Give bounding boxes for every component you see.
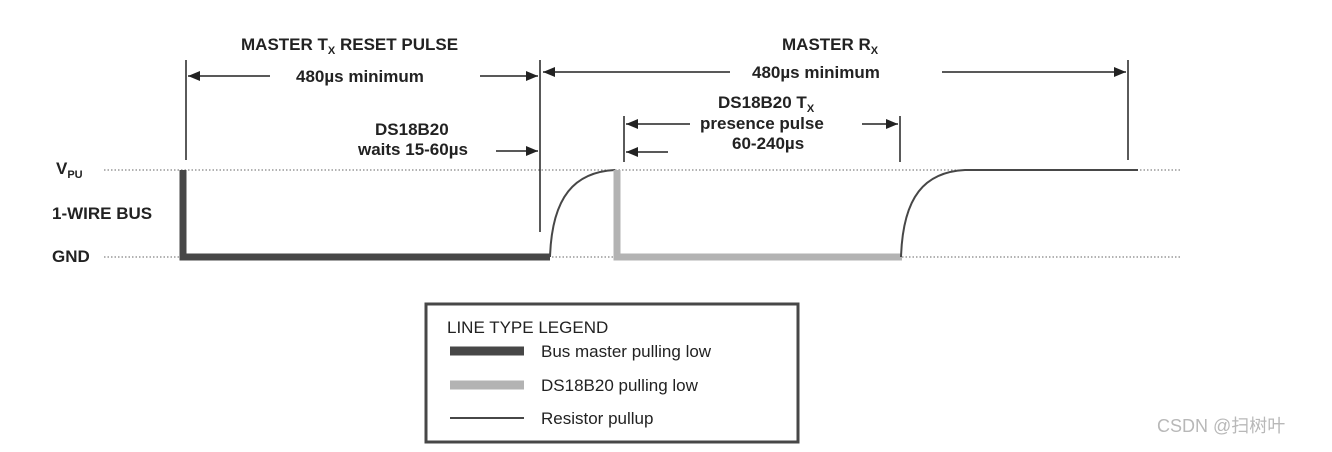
tx-arrowhead-left <box>188 71 200 81</box>
master-rx-header: MASTER RX <box>782 35 879 57</box>
presence-label-line3: 60-240µs <box>732 134 804 153</box>
pullup-rise-1 <box>549 169 616 258</box>
wait-arrowhead <box>526 146 538 156</box>
watermark-text: CSDN @扫树叶 <box>1157 416 1285 436</box>
presence-wait-arrowhead <box>626 147 638 157</box>
bus-label: 1-WIRE BUS <box>52 204 152 223</box>
rx-arrowhead-right <box>1114 67 1126 77</box>
wait-label-line1: DS18B20 <box>375 120 449 139</box>
master-pulling-low-trace <box>179 170 550 261</box>
slave-pulling-low-trace <box>613 170 902 261</box>
tx-duration-label: 480µs minimum <box>296 67 424 86</box>
wait-label-line2: waits 15-60µs <box>357 140 468 159</box>
gnd-label: GND <box>52 247 90 266</box>
presence-arrowhead-left <box>626 119 638 129</box>
legend-pullup-label: Resistor pullup <box>541 409 653 428</box>
rx-arrowhead-left <box>543 67 555 77</box>
pullup-rise-2 <box>900 169 1138 258</box>
presence-label-line2: presence pulse <box>700 114 824 133</box>
legend-master-label: Bus master pulling low <box>541 342 712 361</box>
presence-label-line1: DS18B20 TX <box>718 93 815 115</box>
rx-duration-label: 480µs minimum <box>752 63 880 82</box>
presence-arrowhead-right <box>886 119 898 129</box>
master-tx-header: MASTER TX RESET PULSE <box>241 35 458 57</box>
vpu-label: VPU <box>56 159 83 181</box>
tx-arrowhead-right <box>526 71 538 81</box>
legend-title: LINE TYPE LEGEND <box>447 318 608 337</box>
legend-slave-label: DS18B20 pulling low <box>541 376 699 395</box>
